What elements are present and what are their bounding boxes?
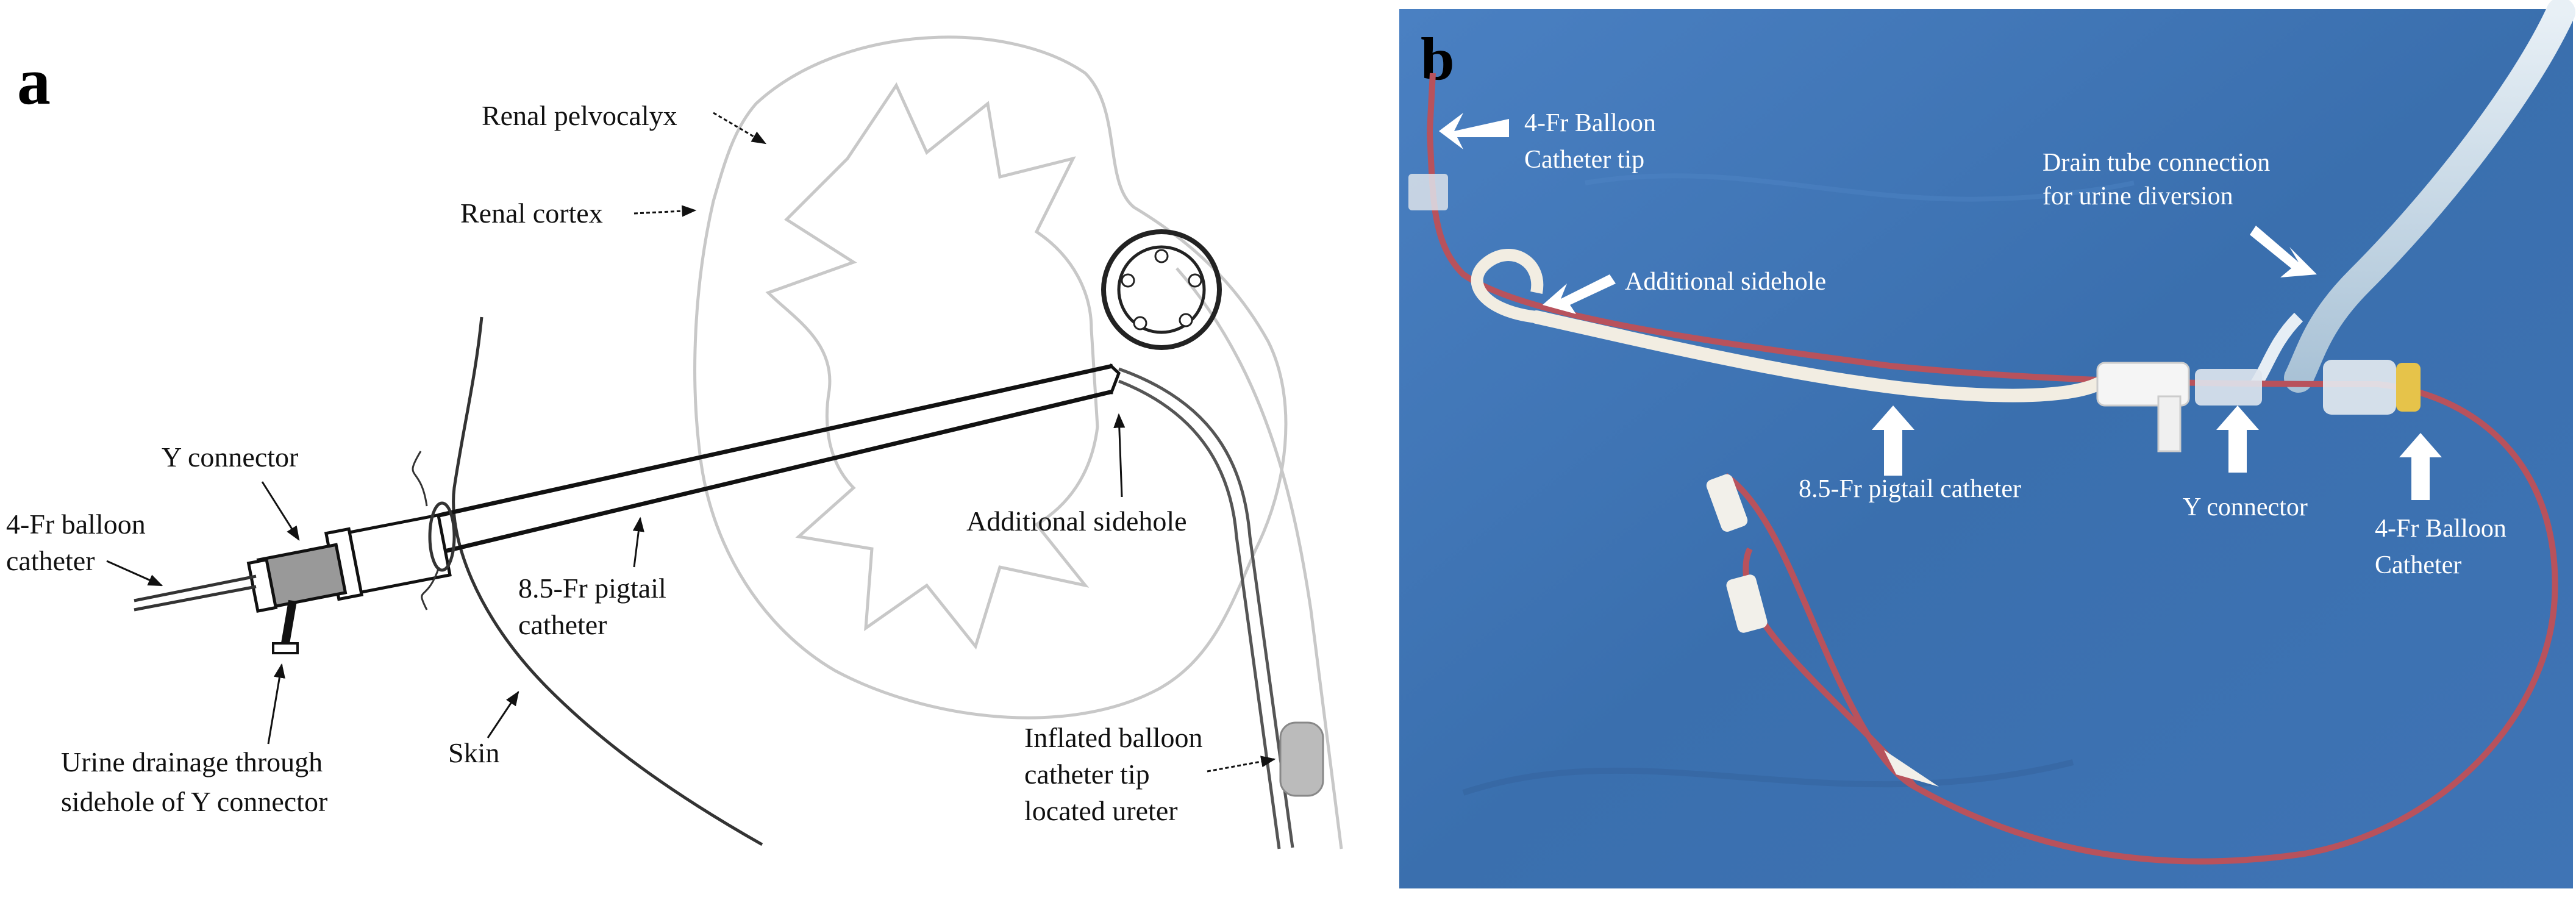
arrow-y-connector [261, 481, 300, 541]
photo-label-pigtail: 8.5-Fr pigtail catheter [1799, 475, 2021, 503]
y-connector-side [2157, 395, 2182, 452]
drape-fold-2 [1585, 173, 2135, 202]
pigtail-shaft-top [438, 363, 1113, 518]
arrow-skin [487, 691, 519, 738]
arrow-balloon-catheter [106, 560, 163, 587]
luer-port-2 [1726, 574, 1768, 633]
ring-hole-1 [1154, 249, 1169, 263]
balloon-catheter-wire-1 [134, 574, 257, 602]
pigtail-ring-outer [1101, 229, 1222, 350]
arrow-sidehole [1543, 274, 1616, 314]
ring-hole-2 [1188, 273, 1202, 288]
label-urine-1: Urine drainage through [61, 746, 323, 777]
renal-cortex-outline [693, 35, 1288, 720]
arrow-renal-cortex [633, 205, 697, 217]
ureter-outer-right [1118, 379, 1281, 849]
tape-1 [1408, 174, 1448, 210]
panel-a-letter: a [17, 44, 51, 118]
y-connector-photo [2096, 362, 2190, 407]
label-skin: Skin [448, 737, 499, 768]
bifurcation [1884, 750, 1939, 787]
panel-a: a [6, 35, 1343, 849]
label-additional-sidehole: Additional sidehole [966, 506, 1187, 537]
sidehole-notch [1108, 363, 1121, 395]
y-connector-sideport-cap [272, 642, 299, 654]
pigtail-shaft-bottom [441, 389, 1113, 554]
photo-label-sidehole: Additional sidehole [1625, 268, 1826, 296]
panel-b: b 4-Fr Balloon Catheter tip Drain t [1399, 0, 2575, 888]
panel-b-letter: b [1421, 25, 1455, 93]
inflated-balloon [1279, 721, 1324, 797]
pigtail-catheter-body [1530, 310, 2104, 402]
photo-label-y-connector: Y connector [2183, 493, 2308, 521]
photo-label-balloon-tip-2: Catheter tip [1524, 146, 1644, 174]
balloon-catheter-wire-2 [134, 585, 257, 612]
renal-pelvocalyx-outline [765, 82, 1099, 650]
skin-line [452, 316, 763, 846]
clear-connector-2 [2323, 360, 2396, 415]
arrow-inflated-balloon [1207, 756, 1276, 773]
photo-label-balloon-2: Catheter [2375, 551, 2461, 579]
yellow-hub [2396, 363, 2421, 412]
clear-connector-1 [2195, 369, 2262, 406]
label-balloon-catheter-2: catheter [6, 545, 95, 576]
label-pigtail-2: catheter [518, 609, 607, 640]
label-inflated-3: located ureter [1024, 795, 1178, 826]
arrow-balloon [2399, 433, 2442, 500]
luer-port-1 [1706, 474, 1748, 532]
ring-hole-3 [1179, 313, 1193, 327]
label-renal-cortex: Renal cortex [460, 198, 603, 229]
label-renal-pelvocalyx: Renal pelvocalyx [482, 100, 677, 131]
arrow-urine [267, 663, 285, 745]
ring-hole-5 [1121, 273, 1135, 288]
balloon-catheter-red [1427, 130, 2558, 865]
arrow-renal-pelvocalyx [713, 112, 767, 145]
arrow-drain [2250, 226, 2317, 277]
ureter-wall-right [1176, 267, 1343, 849]
photo-label-drain-1: Drain tube connection [2043, 149, 2270, 177]
photo-label-drain-2: for urine diversion [2043, 182, 2233, 210]
arrow-pigtail [632, 516, 644, 568]
label-pigtail-1: 8.5-Fr pigtail [518, 573, 666, 604]
balloon-tip-red [1427, 73, 1436, 132]
ureter-outer-left [1118, 367, 1294, 848]
skin-entry [428, 501, 456, 572]
arrow-additional-sidehole [1113, 413, 1126, 498]
photo-label-balloon-tip-1: 4-Fr Balloon [1524, 109, 1656, 137]
drain-tube [2284, 0, 2575, 393]
label-inflated-2: catheter tip [1024, 759, 1150, 790]
pigtail-ring-inner [1117, 245, 1206, 334]
pigtail-loop [1471, 249, 1544, 323]
balloon-catheter-red-branch [1743, 547, 1917, 789]
label-urine-2: sidehole of Y connector [61, 786, 327, 817]
blue-drape [1399, 9, 2573, 888]
arrow-y-connector [2216, 406, 2259, 473]
suture-1 [412, 451, 428, 507]
ring-hole-4 [1133, 316, 1147, 331]
label-inflated-1: Inflated balloon [1024, 722, 1203, 753]
arrow-balloon-tip [1439, 113, 1509, 149]
arrow-pigtail [1872, 406, 1914, 476]
label-y-connector: Y connector [162, 441, 298, 473]
drape-fold-1 [1462, 759, 2074, 796]
photo-label-balloon-1: 4-Fr Balloon [2375, 515, 2506, 543]
y-connector-sideport [281, 599, 297, 645]
suture-2 [421, 566, 440, 610]
label-balloon-catheter-1: 4-Fr balloon [6, 509, 146, 540]
